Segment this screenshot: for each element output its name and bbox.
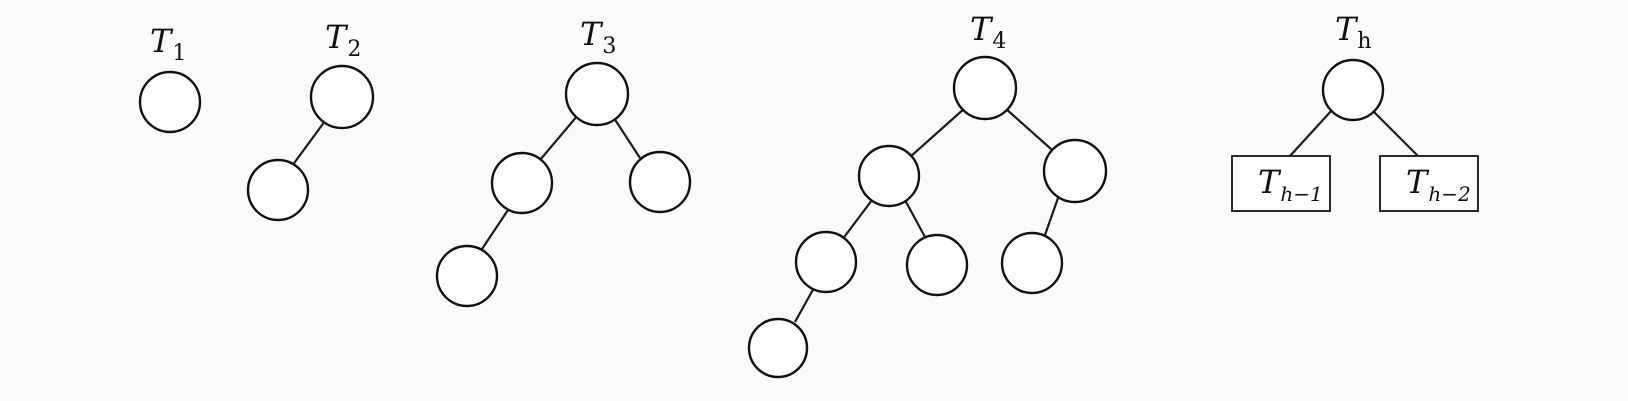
tree-t2: T2 (246, 18, 375, 222)
tree-node (490, 151, 554, 215)
tree-node (857, 144, 921, 208)
subtree-box-right (1379, 155, 1479, 212)
tree-edge (1371, 109, 1419, 157)
tree-node (435, 244, 499, 308)
tree-edge (1004, 107, 1061, 158)
tree-edge (291, 120, 326, 167)
tree-edge (611, 114, 641, 159)
tree-edge (909, 107, 966, 158)
tree-t3: T3 (435, 15, 692, 308)
tree-node (246, 158, 310, 222)
tree-node (564, 61, 630, 127)
subtree-label-left: Th−1 (1258, 163, 1323, 206)
tree-th: Th Th−1 Th−2 (1231, 10, 1479, 212)
tree-label-th: Th (1335, 10, 1372, 54)
tree-node (747, 317, 809, 379)
tree-edge (1043, 197, 1060, 236)
tree-t4: T4 (747, 10, 1108, 379)
tree-node (1321, 58, 1385, 122)
subtree-box-left (1231, 155, 1331, 212)
tree-node (952, 55, 1018, 121)
tree-label-t3: T3 (580, 15, 616, 59)
tree-node (905, 233, 969, 297)
tree-node (628, 150, 692, 214)
tree-edge (539, 114, 579, 161)
tree-node (1000, 231, 1064, 295)
tree-label-t4: T4 (970, 10, 1006, 54)
tree-edge (479, 206, 511, 253)
tree-edge (1289, 109, 1333, 157)
tree-edge (841, 199, 873, 241)
tree-t1: T1 (138, 22, 202, 134)
tree-edge (794, 285, 816, 323)
tree-node (309, 64, 375, 130)
tree-node (1042, 138, 1108, 204)
subtree-label-right: Th−2 (1406, 163, 1471, 206)
tree-edge (904, 199, 926, 238)
tree-label-t1: T1 (150, 22, 186, 66)
tree-label-t2: T2 (325, 18, 361, 62)
tree-node (794, 230, 858, 294)
tree-node (138, 70, 202, 134)
